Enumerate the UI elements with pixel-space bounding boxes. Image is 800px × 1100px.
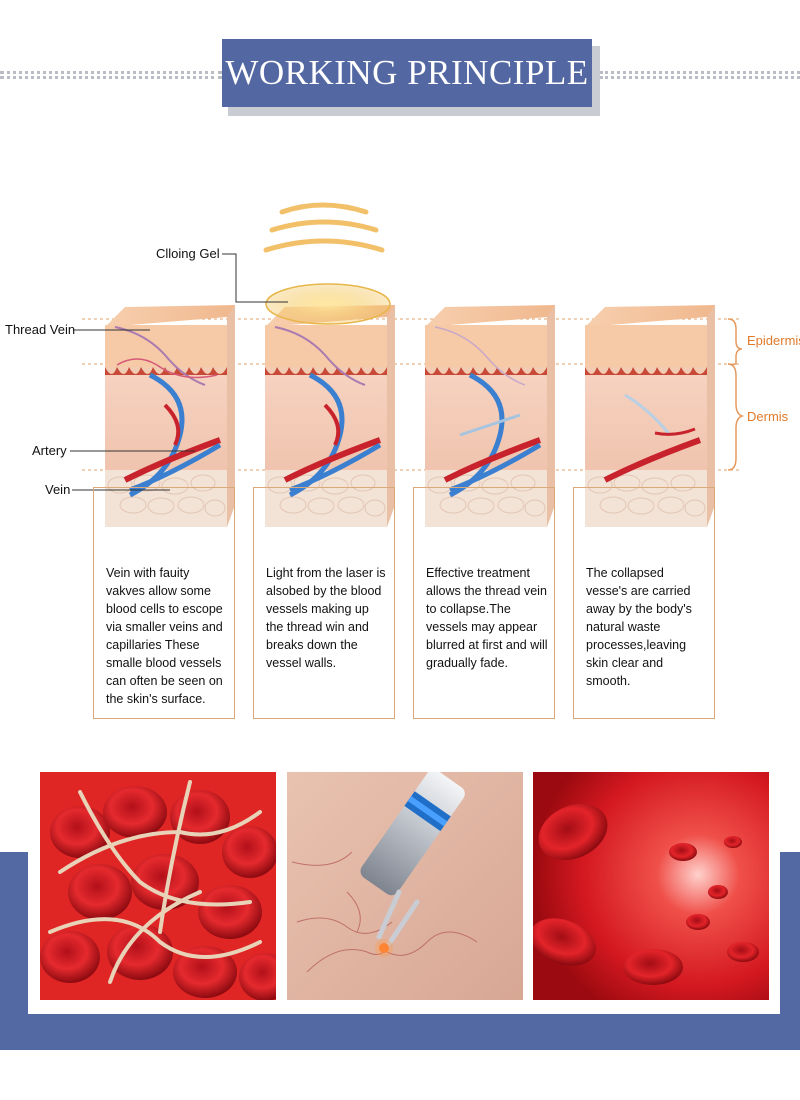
step-3-box: Effective treatment allows the thread ve… [413, 487, 555, 719]
vein-label: Vein [45, 482, 71, 497]
page-title: WORKING PRINCIPLE [222, 39, 592, 107]
step-4-box: The collapsed vesse's are carried away b… [573, 487, 715, 719]
laser-pen-treatment-image [287, 772, 523, 1000]
header-dots-right [600, 71, 800, 79]
step-1-box: Vein with fauity vakves allow some blood… [93, 487, 235, 719]
step-2-box: Light from the laser is alsobed by the b… [253, 487, 395, 719]
thread-vein-label: Thread Vein [5, 322, 76, 337]
step-1-caption: Vein with fauity vakves allow some blood… [106, 566, 223, 706]
blood-clot-image [40, 772, 276, 1000]
dermis-label: Dermis [747, 409, 789, 424]
step-4-caption: The collapsed vesse's are carried away b… [586, 566, 692, 688]
header-dots-left [0, 71, 222, 79]
skin-diagram [70, 202, 745, 528]
step-2-caption: Light from the laser is alsobed by the b… [266, 566, 386, 670]
artery-label: Artery [32, 443, 67, 458]
blood-vessel-interior-image [533, 772, 769, 1000]
epidermis-label: Epidermis [747, 333, 800, 348]
cooling-gel-label: Clloing Gel [156, 246, 220, 261]
step-3-caption: Effective treatment allows the thread ve… [426, 566, 548, 670]
